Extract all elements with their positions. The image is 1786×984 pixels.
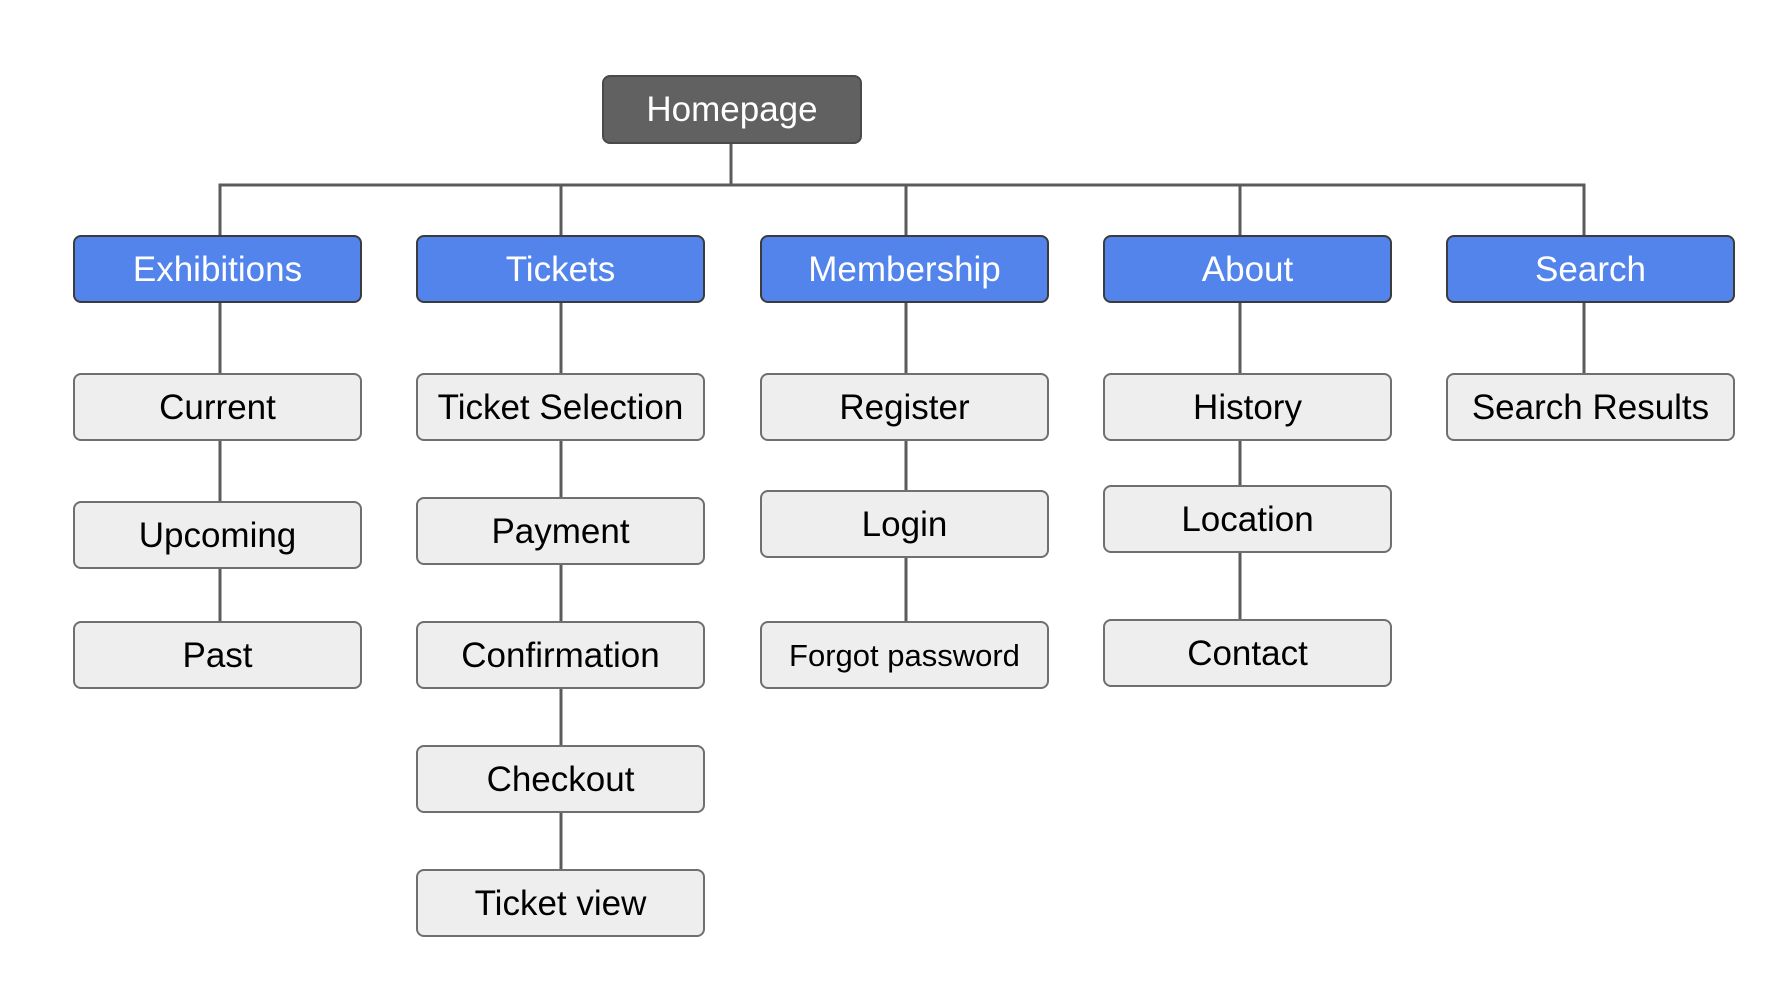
- section-search-node: Search: [1446, 235, 1735, 303]
- page-confirmation-node: Confirmation: [416, 621, 705, 689]
- page-current-node: Current: [73, 373, 362, 441]
- page-contact-node: Contact: [1103, 619, 1392, 687]
- page-search-results-node: Search Results: [1446, 373, 1735, 441]
- page-past-node: Past: [73, 621, 362, 689]
- page-register-node: Register: [760, 373, 1049, 441]
- page-forgot-password-node: Forgot password: [760, 621, 1049, 689]
- section-membership-node: Membership: [760, 235, 1049, 303]
- homepage-node: Homepage: [602, 75, 862, 144]
- page-history-node: History: [1103, 373, 1392, 441]
- page-upcoming-node: Upcoming: [73, 501, 362, 569]
- page-location-node: Location: [1103, 485, 1392, 553]
- page-login-node: Login: [760, 490, 1049, 558]
- section-about-node: About: [1103, 235, 1392, 303]
- page-ticket-selection-node: Ticket Selection: [416, 373, 705, 441]
- section-exhibitions-node: Exhibitions: [73, 235, 362, 303]
- section-tickets-node: Tickets: [416, 235, 705, 303]
- page-payment-node: Payment: [416, 497, 705, 565]
- page-checkout-node: Checkout: [416, 745, 705, 813]
- page-ticket-view-node: Ticket view: [416, 869, 705, 937]
